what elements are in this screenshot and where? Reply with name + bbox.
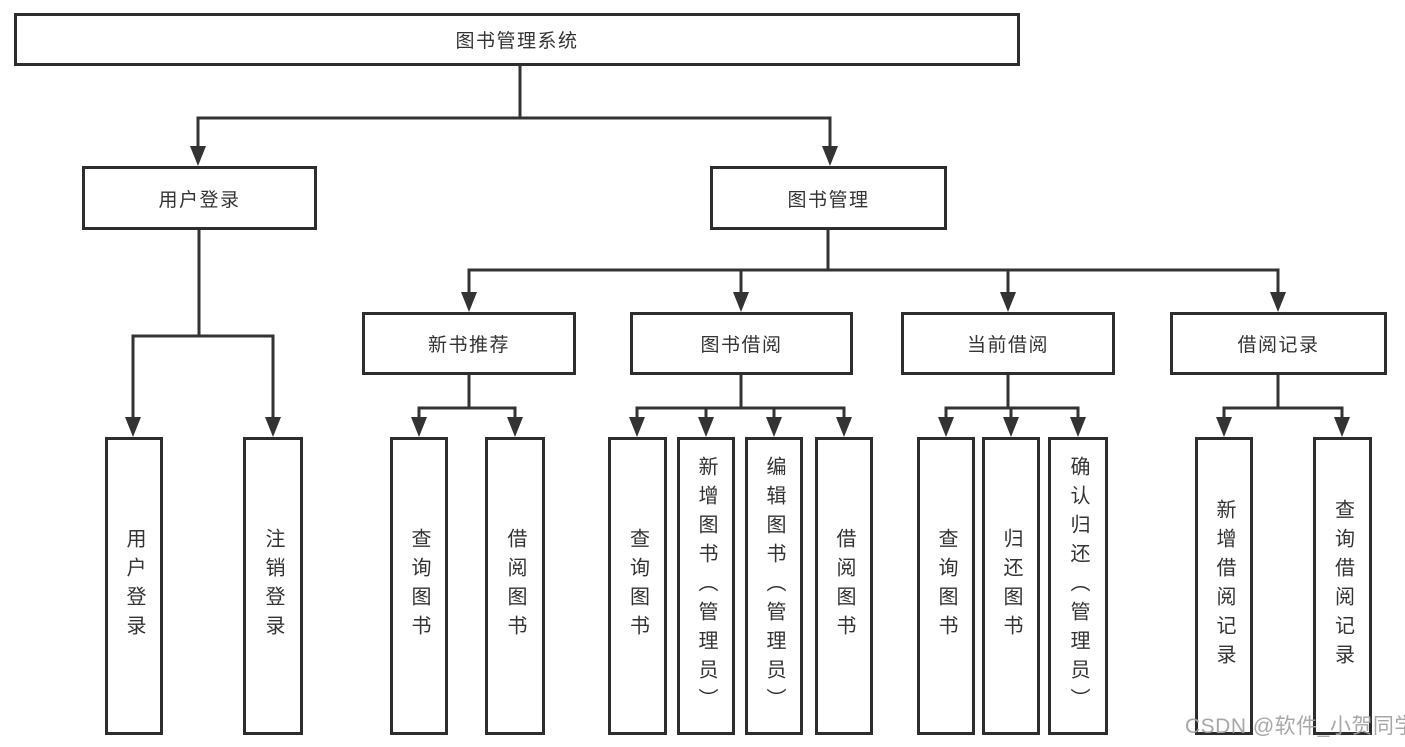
node-label: 新增图书（管理员）: [695, 455, 717, 717]
node-book-borrowing: 图书借阅: [630, 312, 853, 375]
node-leaf-query-books: 查询图书: [608, 437, 667, 735]
node-current-borrowing: 当前借阅: [901, 312, 1115, 375]
node-label: 新增借阅记录: [1213, 499, 1235, 673]
node-label: 当前借阅: [966, 335, 1049, 356]
node-label: 用户登录: [158, 189, 241, 211]
node-new-book-recommend: 新书推荐: [362, 312, 576, 375]
node-leaf-logout: 注销登录: [243, 437, 303, 735]
node-leaf-query-books: 查询图书: [917, 437, 975, 735]
node-leaf-borrow-books: 借阅图书: [815, 437, 873, 735]
node-label: 图书管理系统: [455, 31, 579, 52]
node-leaf-query-borrow-record: 查询借阅记录: [1313, 437, 1372, 735]
node-label: 归还图书: [1000, 528, 1022, 644]
node-label: 注销登录: [262, 528, 284, 644]
node-leaf-borrow-books: 借阅图书: [485, 437, 545, 735]
node-leaf-return-books: 归还图书: [982, 437, 1040, 735]
node-user-login: 用户登录: [82, 166, 317, 230]
node-label: 借阅记录: [1237, 335, 1320, 356]
node-label: 图书管理: [787, 189, 870, 211]
node-label: 编辑图书（管理员）: [763, 455, 785, 717]
node-borrow-records: 借阅记录: [1170, 312, 1387, 375]
node-leaf-user-login: 用户登录: [105, 437, 163, 735]
node-label: 确认归还（管理员）: [1067, 455, 1089, 717]
node-label: 图书借阅: [700, 335, 783, 356]
node-leaf-edit-books-admin: 编辑图书（管理员）: [745, 437, 803, 735]
node-label: 查询借阅记录: [1331, 499, 1354, 673]
node-leaf-confirm-return-admin: 确认归还（管理员）: [1048, 437, 1108, 735]
node-label: 查询图书: [408, 528, 430, 644]
node-leaf-add-borrow-record: 新增借阅记录: [1195, 437, 1253, 735]
node-label: 新书推荐: [427, 335, 510, 356]
csdn-watermark: CSDN @软件_小贺同学: [1185, 715, 1405, 738]
node-library-system: 图书管理系统: [14, 13, 1020, 66]
node-label: 查询图书: [626, 528, 649, 644]
node-label: 借阅图书: [504, 528, 526, 644]
node-leaf-query-books: 查询图书: [390, 437, 448, 735]
node-label: 用户登录: [123, 528, 145, 644]
node-book-management: 图书管理: [710, 166, 947, 230]
node-leaf-add-books-admin: 新增图书（管理员）: [677, 437, 735, 735]
node-label: 查询图书: [935, 528, 957, 644]
node-label: 借阅图书: [833, 528, 855, 644]
